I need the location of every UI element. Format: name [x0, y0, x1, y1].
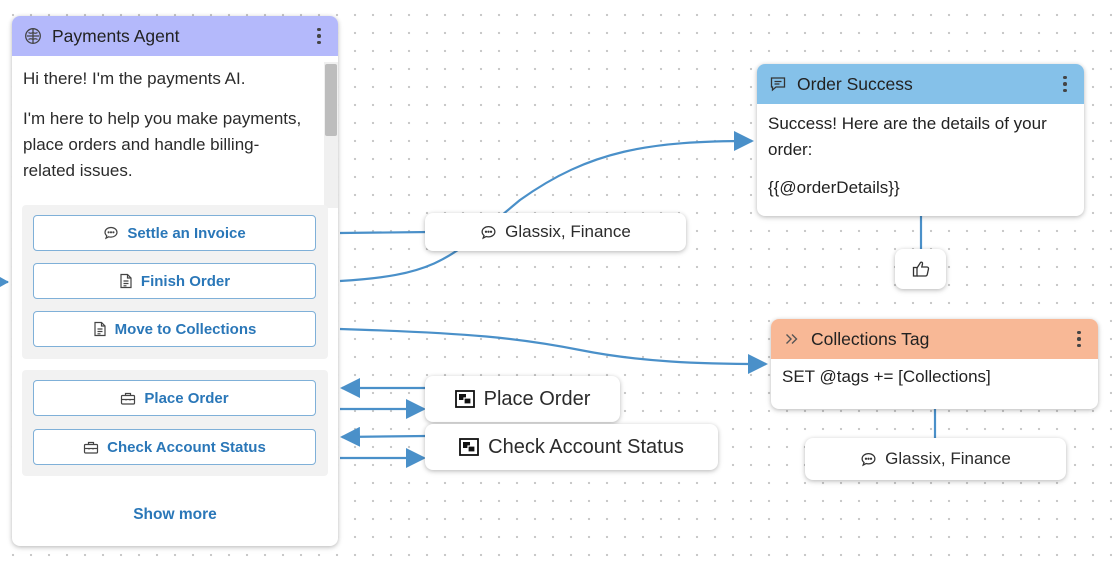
edge-move-collections [339, 327, 768, 374]
collections-title: Collections Tag [811, 328, 930, 349]
chat-bubble-icon [861, 452, 876, 466]
document-icon [94, 321, 106, 337]
settle-invoice-label: Settle an Invoice [127, 224, 246, 242]
move-to-collections-label: Move to Collections [114, 320, 257, 338]
edge-settle-invoice [339, 230, 431, 235]
collections-tag-node[interactable]: Collections Tag SET @tags += [Collection… [771, 319, 1098, 409]
agent-menu-icon[interactable] [312, 27, 326, 45]
image-frame-icon [459, 438, 480, 456]
glassix-finance-pill[interactable]: Glassix, Finance [805, 438, 1066, 480]
glassix-finance-label: Glassix, Finance [885, 449, 1011, 468]
place-order-pill-label: Place Order [483, 387, 591, 410]
place-order-button[interactable]: Place Order [33, 380, 316, 416]
check-account-status-pill-label: Check Account Status [488, 435, 684, 458]
order-success-text: Success! Here are the details of your or… [768, 114, 1047, 159]
chat-bubble-icon [104, 226, 118, 240]
brain-icon [24, 26, 44, 46]
image-frame-icon [454, 390, 475, 408]
order-success-body: Success! Here are the details of your or… [757, 104, 1084, 220]
finish-order-button[interactable]: Finish Order [33, 263, 316, 299]
agent-header: Payments Agent [12, 16, 338, 56]
finish-order-label: Finish Order [140, 272, 231, 290]
glassix-finance-label: Glassix, Finance [505, 222, 631, 241]
toolbox-icon [84, 441, 99, 454]
move-to-collections-button[interactable]: Move to Collections [33, 311, 316, 347]
agent-message-line: I'm here to help you make payments, plac… [23, 109, 302, 180]
order-details-variable: {{@orderDetails}} [768, 178, 900, 197]
button-group-actions: Place Order Check Account Status [22, 370, 328, 476]
collections-header: Collections Tag [771, 319, 1098, 359]
thumbs-up-icon [912, 261, 929, 277]
order-success-menu-icon[interactable] [1058, 75, 1072, 93]
glassix-finance-pill[interactable]: Glassix, Finance [425, 213, 686, 251]
edge-check-status-in [340, 426, 427, 447]
agent-message: Hi there! I'm the payments AI. I'm here … [12, 56, 338, 184]
thumbs-up-button[interactable] [895, 249, 946, 289]
order-success-header: Order Success [757, 64, 1084, 104]
order-success-title: Order Success [797, 73, 913, 94]
collections-body: SET @tags += [Collections] [771, 359, 1098, 397]
show-more-link[interactable]: Show more [133, 506, 217, 523]
double-chevron-icon [783, 329, 803, 349]
place-order-pill[interactable]: Place Order [425, 376, 620, 422]
message-square-icon [769, 74, 789, 94]
button-group-responses: Settle an Invoice Finish Order Move to C… [22, 205, 328, 359]
payments-agent-node[interactable]: Payments Agent Hi there! I'm the payment… [12, 16, 338, 546]
chat-bubble-icon [481, 225, 496, 239]
agent-title: Payments Agent [52, 25, 180, 46]
check-account-status-button[interactable]: Check Account Status [33, 429, 316, 465]
settle-invoice-button[interactable]: Settle an Invoice [33, 215, 316, 251]
check-account-status-pill[interactable]: Check Account Status [425, 424, 718, 470]
place-order-label: Place Order [144, 389, 229, 407]
collections-text: SET @tags += [Collections] [782, 367, 991, 386]
check-account-status-label: Check Account Status [107, 438, 266, 456]
document-icon [120, 273, 132, 289]
incoming-arrowhead [0, 277, 9, 287]
edge-finish-order [339, 131, 754, 283]
message-scrollbar-thumb[interactable] [325, 64, 337, 136]
order-success-node[interactable]: Order Success Success! Here are the deta… [757, 64, 1084, 216]
toolbox-icon [121, 392, 136, 405]
collections-menu-icon[interactable] [1072, 330, 1086, 348]
agent-message-line: Hi there! I'm the payments AI. [23, 69, 246, 88]
